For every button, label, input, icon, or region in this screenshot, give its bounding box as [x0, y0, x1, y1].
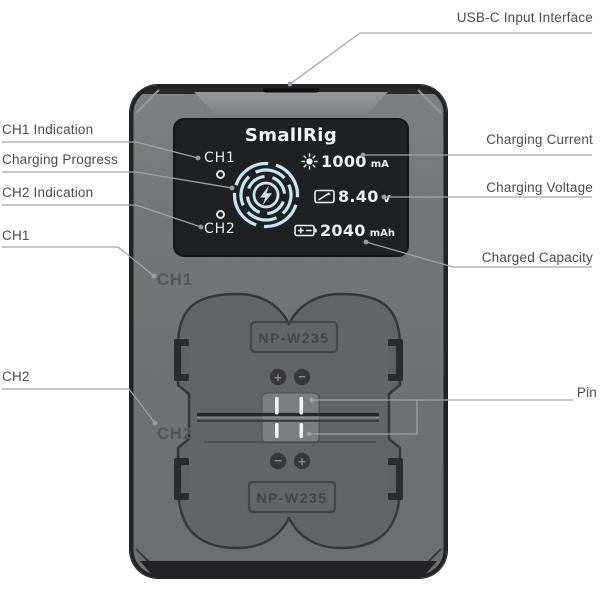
callout-ch1: CH1: [2, 228, 30, 243]
voltage-value: 8.40: [338, 187, 379, 206]
capacity-unit: mAh: [369, 227, 396, 239]
leader-usb-c: [289, 32, 592, 85]
sun-icon: [301, 153, 318, 170]
charging-pins: [275, 397, 304, 438]
device-outline: [130, 85, 447, 578]
callout-usb-c-input-interface: USB-C Input Interface: [456, 10, 593, 25]
usb-port-housing: [194, 92, 388, 114]
brand-logo: SmallRig: [244, 125, 338, 146]
polarity-marks-top: + −: [269, 368, 311, 386]
charging-current-readout: 1000 mA: [301, 152, 389, 171]
callout-pin: Pin: [576, 385, 597, 400]
charging-progress-spinner: [232, 161, 300, 229]
slot-bottom-model-text: NP-W235: [256, 490, 327, 506]
charged-capacity-readout: 2040 mAh: [294, 221, 395, 240]
clamp-slot-bottom-right: [388, 458, 403, 500]
callout-charged-capacity: Charged Capacity: [481, 250, 593, 265]
capacity-value: 2040: [320, 221, 366, 240]
callout-ch1-indication: CH1 Indication: [2, 122, 94, 137]
callout-ch2-indication: CH2 Indication: [2, 185, 94, 200]
minus-mark: −: [298, 369, 306, 384]
charging-voltage-readout: 8.40 V: [314, 187, 390, 206]
ch2-indicator-dot: [216, 210, 225, 219]
voltmeter-icon: [314, 189, 335, 204]
lcd-screen: SmallRig CH1 CH2: [175, 120, 407, 255]
callout-charging-current: Charging Current: [486, 132, 593, 147]
slot-top-model-text: NP-W235: [258, 330, 329, 346]
plus-mark: +: [274, 370, 282, 385]
callout-charging-progress: Charging Progress: [2, 152, 118, 167]
body-ch2-label: CH2: [157, 425, 193, 443]
battery-icon: [294, 224, 317, 237]
bottom-bevel: [140, 561, 437, 576]
pin-bottom-left: [275, 423, 279, 438]
plus-mark: +: [298, 454, 306, 469]
callout-ch2: CH2: [2, 369, 30, 384]
lightning-bolt-icon: [260, 185, 272, 205]
body-ch1-label: CH1: [157, 271, 193, 289]
slot-bottom-model-plate: NP-W235: [247, 480, 337, 514]
pin-bottom-right: [299, 423, 304, 438]
clamp-slot-top-left: [174, 339, 189, 381]
current-value: 1000: [321, 152, 367, 171]
screen-ch2-label: CH2: [204, 221, 236, 237]
corner-chamfer-top-left: [135, 89, 160, 114]
pin-top-right: [299, 397, 304, 415]
current-unit: mA: [370, 158, 389, 170]
corner-chamfer-top-right: [417, 89, 442, 114]
screen-ch1-label: CH1: [204, 150, 236, 166]
polarity-marks-bottom: − +: [269, 452, 311, 470]
minus-mark: −: [274, 453, 282, 468]
ch1-indicator-dot: [216, 170, 225, 179]
clamp-slot-bottom-left: [174, 458, 189, 500]
clamp-slot-top-right: [388, 339, 403, 381]
battery-charger-device: NP-W235 NP-W235 + − − + CH1 CH2: [130, 85, 447, 578]
slot-top-model-plate: NP-W235: [249, 320, 339, 354]
callout-charging-voltage: Charging Voltage: [486, 180, 593, 195]
voltage-unit: V: [382, 193, 391, 205]
pin-top-left: [275, 397, 279, 415]
